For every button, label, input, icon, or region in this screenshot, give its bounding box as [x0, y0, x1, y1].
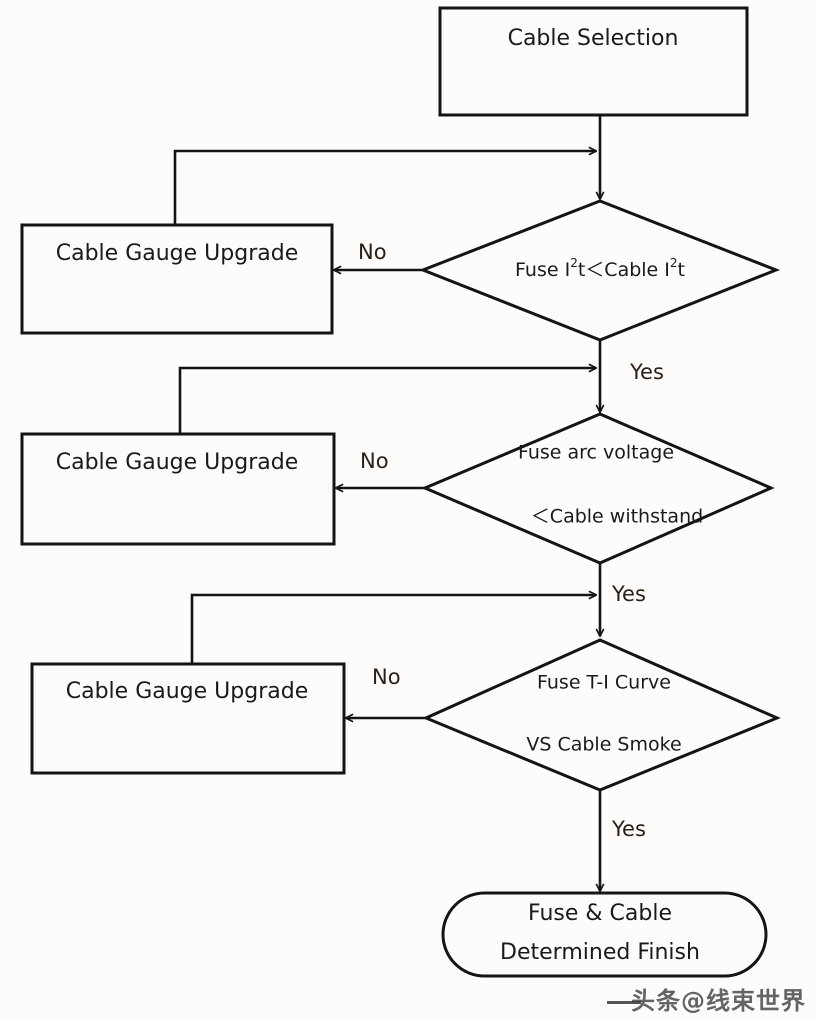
node-decision2-shape [421, 412, 775, 565]
node-decision3-label-line2: VS Cable Smoke [526, 734, 681, 756]
node-decision2-label-line1: Fuse arc voltage [518, 442, 674, 464]
decision1-part1: Fuse I [515, 259, 570, 281]
node-upgrade1-shape [20, 223, 334, 335]
decision1-mid2: t [678, 259, 685, 281]
node-finish-label-line2: Determined Finish [500, 940, 700, 965]
node-decision3-shape [422, 638, 781, 792]
node-upgrade2-label: Cable Gauge Upgrade [56, 450, 298, 475]
node-upgrade3-label: Cable Gauge Upgrade [66, 679, 308, 704]
node-decision3-label-line1: Fuse T-I Curve [537, 672, 671, 694]
node-decision1-shape [418, 199, 781, 342]
decision1-part2: Cable I [604, 259, 670, 281]
connector-upgrade1-feedback [173, 151, 596, 225]
node-finish-shape [441, 891, 768, 978]
watermark-text: 头条@线束世界 [631, 987, 806, 1015]
decision1-mid1: t [578, 259, 585, 281]
decision1-sup1: 2 [570, 256, 578, 270]
edge-label-no1: No [358, 240, 387, 264]
edge-label-no2: No [360, 449, 389, 473]
node-upgrade1-label: Cable Gauge Upgrade [56, 241, 298, 266]
node-decision2-label-line2: ＜Cable withstand [531, 506, 703, 528]
edge-label-yes2: Yes [611, 582, 646, 606]
watermark-rule [607, 1001, 641, 1004]
node-decision1-label: Fuse I2t＜Cable I2t [515, 256, 685, 281]
node-start-shape [438, 6, 749, 117]
decision1-sup2: 2 [670, 256, 678, 270]
edge-label-yes3: Yes [611, 817, 646, 841]
edge-label-yes1: Yes [629, 360, 664, 384]
connector-upgrade3-feedback [190, 595, 596, 664]
decision1-operator: ＜ [585, 259, 604, 281]
connector-upgrade2-feedback [178, 368, 596, 434]
edge-label-no3: No [372, 665, 401, 689]
node-upgrade2-shape [20, 432, 336, 546]
node-finish-label-line1: Fuse & Cable [528, 901, 672, 926]
node-upgrade3-shape [30, 662, 346, 775]
node-start-label: Cable Selection [508, 26, 679, 51]
